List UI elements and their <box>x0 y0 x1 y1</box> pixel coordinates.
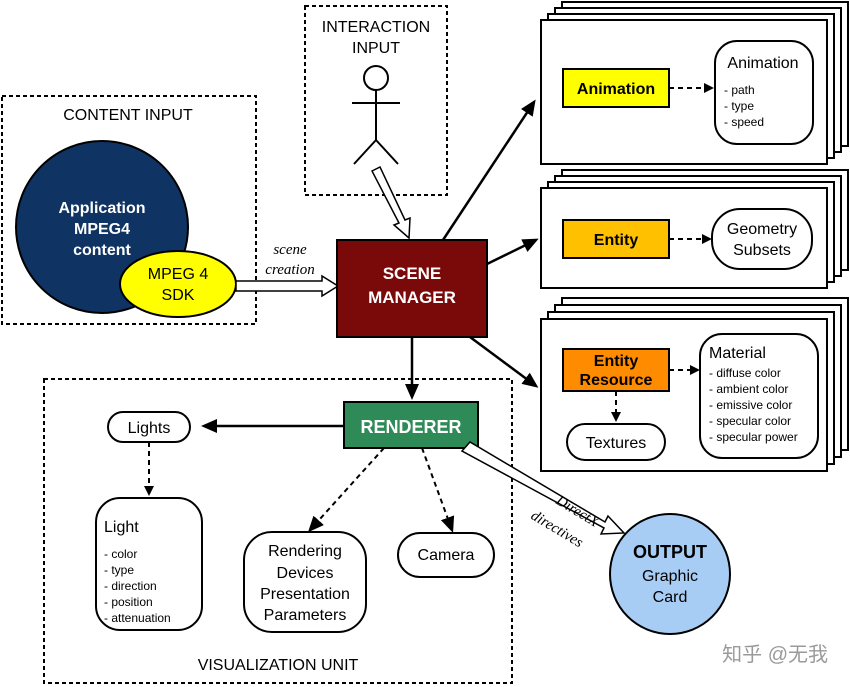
sdk-line-2: SDK <box>162 287 195 304</box>
material-item-3: - emissive color <box>709 398 792 412</box>
visualization-unit-frame <box>43 378 513 684</box>
geometry-line-2: Subsets <box>733 242 791 259</box>
light-item-3: - direction <box>104 579 157 593</box>
geometry-subsets-box <box>711 208 813 270</box>
renderer-label: RENDERER <box>360 417 461 437</box>
renderer-to-rendering-connector <box>307 447 385 533</box>
material-item-2: - ambient color <box>709 382 788 396</box>
light-title: Light <box>104 519 139 536</box>
entity-resource-box <box>562 348 670 392</box>
rendering-devices-box <box>243 531 367 633</box>
output-title: OUTPUT <box>633 542 707 562</box>
material-item-4: - specular color <box>709 414 791 428</box>
directx-arrow <box>460 441 626 535</box>
interaction-title-line-1: INTERACTION <box>322 19 430 36</box>
scene-manager-line-2: MANAGER <box>368 288 456 307</box>
camera-label: Camera <box>418 547 475 564</box>
scene-manager-box: SCENE MANAGER <box>336 239 488 338</box>
light-item-1: - color <box>104 547 137 561</box>
animation-stack: Animation Animation - path - type - spee… <box>540 1 849 165</box>
rendering-line-3: Presentation <box>260 586 350 603</box>
content-input-title: CONTENT INPUT <box>63 107 193 124</box>
interaction-arrow <box>370 165 411 240</box>
arrow-to-entity <box>486 238 539 266</box>
renderer-to-camera-connector <box>421 447 455 533</box>
application-line-1: Application <box>58 200 145 217</box>
entity-box <box>562 219 670 259</box>
scene-creation-arrow: scene creation <box>235 242 340 298</box>
output-line-2: Card <box>653 589 688 606</box>
application-line-3: content <box>73 242 131 259</box>
interaction-input-group: INTERACTION INPUT <box>304 5 448 196</box>
rendering-line-4: Parameters <box>264 607 347 624</box>
animation-detail-box <box>714 40 814 145</box>
textures-label: Textures <box>586 435 646 452</box>
application-line-2: MPEG4 <box>74 221 130 238</box>
material-item-1: - diffuse color <box>709 366 781 380</box>
rendering-line-1: Rendering <box>268 543 342 560</box>
animation-box <box>562 68 670 108</box>
light-item-2: - type <box>104 563 134 577</box>
watermark-text: 知乎 @无我 <box>722 643 828 666</box>
scene-creation-line-2: creation <box>265 262 314 278</box>
renderer-box: RENDERER <box>343 401 479 449</box>
light-box <box>95 497 203 631</box>
content-input-group: CONTENT INPUT Application MPEG4 content … <box>1 95 257 325</box>
scene-creation-line-1: scene <box>273 242 307 258</box>
sdk-ellipse <box>119 250 237 318</box>
geometry-line-1: Geometry <box>727 221 797 238</box>
user-stick-figure-icon <box>352 65 400 165</box>
interaction-title-line-2: INPUT <box>352 40 400 57</box>
entity-resource-line-1: Entity <box>594 353 639 370</box>
material-box <box>699 333 819 459</box>
entity-resource-line-2: Resource <box>580 372 653 389</box>
animation-item-2: - type <box>724 99 754 113</box>
animation-item-1: - path <box>724 83 755 97</box>
animation-item-3: - speed <box>724 115 764 129</box>
lights-label: Lights <box>128 420 171 437</box>
entity-box-label: Entity <box>594 232 639 249</box>
output-line-1: Graphic <box>642 568 698 585</box>
output-group: OUTPUT Graphic Card <box>609 513 731 635</box>
sdk-line-1: MPEG 4 <box>148 266 209 283</box>
scene-manager-line-1: SCENE <box>383 264 442 283</box>
content-input-frame <box>1 95 257 325</box>
arrow-to-entity-resource <box>469 335 539 388</box>
material-item-5: - specular power <box>709 430 798 444</box>
animation-detail-title: Animation <box>727 55 798 72</box>
arrow-to-animation <box>441 99 536 241</box>
interaction-input-frame <box>304 5 448 196</box>
camera-box <box>397 532 495 578</box>
light-item-4: - position <box>104 595 153 609</box>
textures-box <box>566 423 666 461</box>
animation-box-label: Animation <box>577 81 655 98</box>
material-title: Material <box>709 345 766 362</box>
entity-resource-stack: Entity Resource Textures Material - diff… <box>540 297 849 472</box>
rendering-line-2: Devices <box>277 565 334 582</box>
light-item-5: - attenuation <box>104 611 171 625</box>
output-circle <box>609 513 731 635</box>
entity-stack: Entity Geometry Subsets <box>540 169 849 289</box>
visualization-unit-group: VISUALIZATION UNIT <box>43 378 513 684</box>
visualization-unit-title: VISUALIZATION UNIT <box>198 657 359 674</box>
